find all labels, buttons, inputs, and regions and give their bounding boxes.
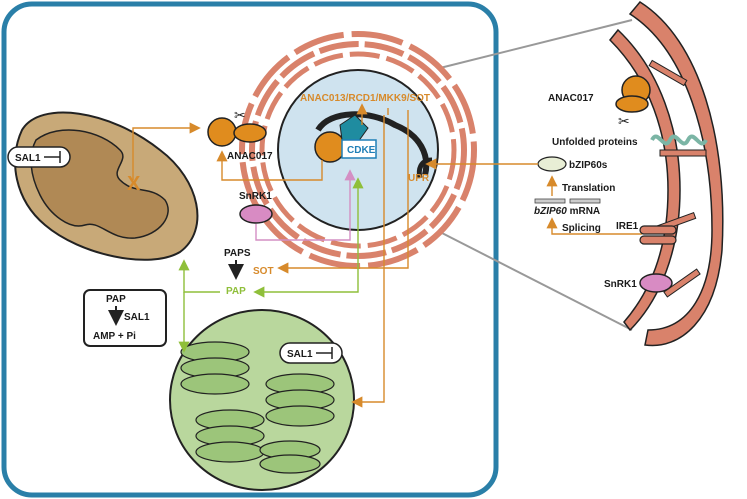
bzip60s-label: bZIP60s: [569, 160, 608, 171]
ire1-label: IRE1: [616, 221, 639, 232]
sal1-chloro-label: SAL1: [287, 349, 313, 360]
bzip60s-shape: [537, 156, 567, 172]
chloroplast: [169, 309, 355, 491]
nucleus-protein: [314, 131, 346, 163]
mrna-bar-2: [569, 198, 601, 204]
snrk1-right-label: SnRK1: [604, 279, 637, 290]
er-zoom-right: [608, 1, 724, 347]
ire1-shape-2: [639, 235, 677, 245]
box-sal1-label: SAL1: [124, 312, 150, 323]
green-arrows: [178, 177, 364, 353]
snrk1-left-label: SnRK1: [239, 191, 272, 202]
zoom-line-top: [439, 19, 633, 69]
zoom-line-bottom: [439, 231, 633, 331]
snrk1-left-shape: [239, 204, 273, 224]
mrna-bar-1: [534, 198, 566, 204]
mito-x-mark: X: [127, 173, 141, 195]
cdke-label: CDKE: [347, 145, 376, 156]
anac017-left-protein: ✂: [207, 108, 267, 147]
upr-label: UPR: [408, 173, 430, 184]
pap-label: PAP: [226, 286, 246, 297]
sal1-mito-tag: SAL1: [7, 146, 71, 168]
nucleus-top-label: ANAC013/RCD1/MKK9/SOT: [300, 93, 430, 104]
pap-reaction-box: [83, 289, 167, 347]
snrk1-right-shape: [639, 273, 673, 293]
pink-arrow: [255, 169, 356, 241]
box-pap-label: PAP: [106, 294, 126, 305]
teal-protein: [339, 114, 369, 143]
scissors-icon: ✂: [234, 108, 246, 124]
sal1-mito-label: SAL1: [15, 153, 41, 164]
orange-arrows: [132, 108, 409, 408]
sal1-chloro-tag: SAL1: [279, 342, 343, 364]
unfolded-label: Unfolded proteins: [552, 137, 638, 148]
sot-label: SOT: [253, 266, 274, 277]
ire1-shape-1: [639, 225, 677, 235]
splicing-label: Splicing: [562, 223, 601, 234]
scissors-right-icon: ✂: [618, 114, 630, 130]
splicing-arrow: [546, 217, 642, 235]
cdke-box: [341, 139, 377, 159]
box-amp-label: AMP + Pi: [93, 331, 136, 342]
bzip60-mrna-label: bZIP60 mRNA: [534, 206, 600, 217]
anac017-left-label: ANAC017: [227, 151, 273, 162]
translation-label: Translation: [562, 183, 615, 194]
chromatin: [315, 111, 430, 176]
unfolded-protein-squiggle: [650, 134, 708, 146]
paps-label: PAPS: [224, 248, 251, 259]
anac017-right-label: ANAC017: [548, 93, 594, 104]
anac017-right-protein: ✂: [615, 75, 651, 130]
